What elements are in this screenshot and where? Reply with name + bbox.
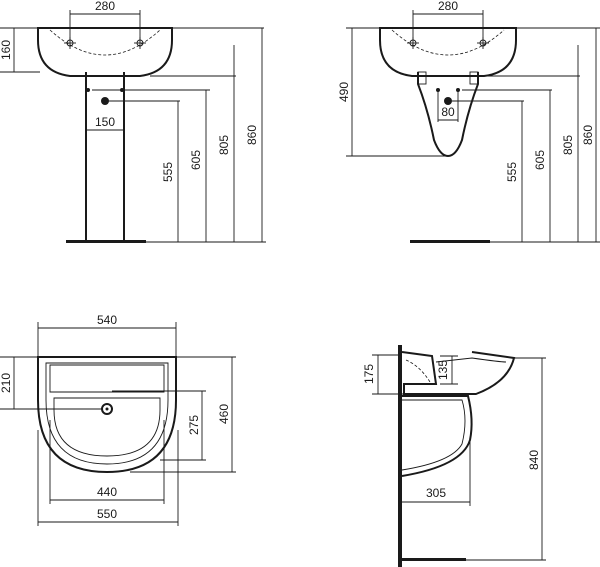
bowl-inner [53, 397, 161, 457]
dim-label: 490 [337, 82, 351, 102]
dim-total-depth: 460 [130, 356, 236, 473]
floor-line [402, 558, 466, 561]
dim-label: 160 [0, 40, 13, 60]
floor-line [410, 240, 490, 243]
dim-bowl-depth: 135 [436, 355, 458, 385]
dim-h-rim-under: 805 [561, 45, 579, 242]
dim-tap-spacing: 280 [69, 0, 141, 40]
basin-outline [37, 27, 173, 77]
dim-rim-height: 175 [362, 354, 404, 395]
dim-label: 840 [527, 450, 541, 470]
floor-line [66, 240, 146, 243]
dim-h-waste: 555 [505, 101, 523, 242]
dim-pedestal-depth: 305 [402, 440, 471, 506]
dim-label: 175 [362, 364, 376, 384]
dim-h-total: 860 [581, 28, 597, 242]
dim-h-outlet: 605 [189, 90, 207, 242]
pedestal-side-profile [401, 395, 473, 477]
dim-bottom-width: 440 [49, 420, 165, 504]
dim-label: 280 [95, 0, 115, 13]
dim-label: 605 [533, 150, 547, 170]
dim-label: 805 [561, 135, 575, 155]
pedestal-inner [401, 399, 466, 471]
dim-label: 860 [245, 125, 259, 145]
dim-h-total: 860 [245, 28, 263, 242]
front-pedestal-view: 280 160 150 555 605 [0, 0, 266, 243]
dim-label: 210 [0, 373, 13, 393]
plan-view: 540 210 275 460 440 [0, 313, 236, 526]
dim-semi-drop: 490 [337, 27, 448, 157]
waste-outlet [444, 97, 452, 105]
dim-label: 80 [441, 105, 455, 119]
dim-label: 605 [189, 150, 203, 170]
dim-waste-offset: 150 [86, 115, 124, 131]
fixing-point-left [86, 88, 90, 92]
dim-label: 305 [426, 486, 446, 500]
dim-pedestal-height: 840 [466, 357, 546, 561]
dim-label: 805 [217, 135, 231, 155]
basin-side-profile [401, 351, 516, 395]
dim-label: 555 [505, 162, 519, 182]
waste-outlet [101, 97, 109, 105]
dim-h-rim-under: 805 [217, 45, 235, 242]
dim-label: 440 [97, 485, 117, 499]
front-semipedestal-view: 280 490 80 555 605 805 [337, 0, 600, 243]
overflow-hidden [405, 359, 431, 383]
dim-label: 555 [161, 162, 175, 182]
dim-waste-offset: 80 [437, 90, 459, 122]
dim-label: 460 [217, 404, 231, 424]
dim-waste-depth: 275 [112, 390, 206, 461]
basin-outline [379, 27, 517, 77]
side-view: 175 135 840 305 [362, 345, 546, 567]
dim-label: 275 [187, 415, 201, 435]
dim-label: 860 [581, 125, 595, 145]
dim-outer-width: 550 [37, 430, 179, 526]
bracket-left [417, 71, 427, 85]
dim-label: 540 [97, 313, 117, 327]
dim-label: 150 [95, 115, 115, 129]
wall [398, 345, 402, 567]
basin-bowl-hidden [391, 29, 505, 56]
dim-tap-spacing: 280 [412, 0, 484, 40]
dim-basin-height: 160 [0, 27, 40, 73]
dim-label: 550 [97, 507, 117, 521]
dim-inner-width: 540 [37, 313, 177, 356]
basin-bowl-hidden [49, 29, 161, 56]
basin-plan-outline [37, 356, 177, 474]
dim-label: 280 [438, 0, 458, 13]
dim-label: 135 [436, 360, 450, 380]
dim-h-waste: 555 [161, 101, 179, 242]
dim-h-outlet: 605 [533, 90, 551, 242]
dim-rear-depth: 210 [0, 356, 102, 410]
pedestal-outline [85, 72, 125, 242]
basin-bowl-curve [435, 357, 507, 363]
bracket-right [469, 71, 479, 85]
back-deck [49, 364, 165, 393]
